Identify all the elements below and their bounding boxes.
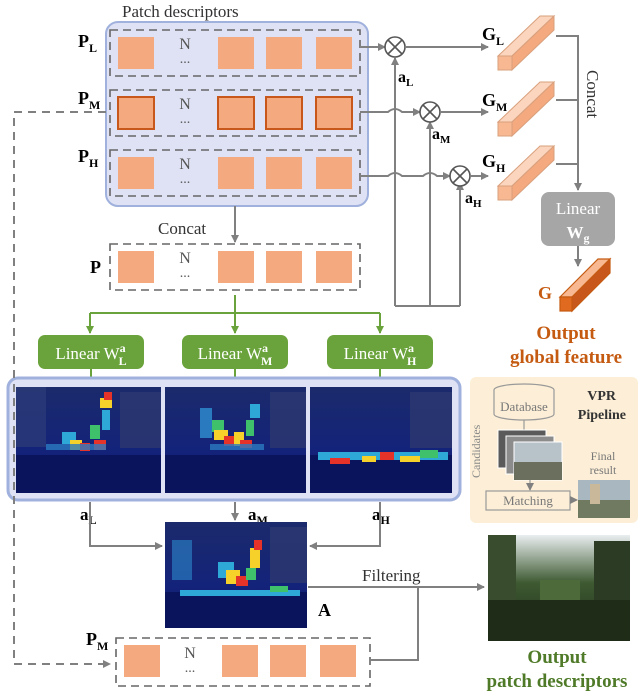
svg-text:Final: Final <box>591 449 616 463</box>
bottom-patch-row: N... <box>115 637 371 687</box>
output-global-line1: Output <box>536 323 596 344</box>
concat-row: N... <box>109 243 361 291</box>
patch-square <box>124 645 160 677</box>
attn-label-l: aL <box>80 505 97 527</box>
patch-square <box>218 157 254 189</box>
mul-label-h: aH <box>465 190 482 210</box>
bottom-row-label: PM <box>86 629 108 653</box>
attention-map-m <box>165 387 306 493</box>
filtering-label: Filtering <box>362 566 421 585</box>
matching-label: Matching <box>503 493 553 508</box>
global-feature-bar <box>558 257 612 313</box>
pm-skip-connection <box>13 111 111 668</box>
patch-descriptors-title: Patch descriptors <box>122 2 239 21</box>
g-label-l: GL <box>482 24 504 48</box>
g-output-label: G <box>538 283 552 303</box>
patch-square <box>266 251 302 283</box>
svg-text:Linear: Linear <box>556 199 601 218</box>
svg-text:Linear WaH: Linear WaH <box>344 341 417 368</box>
attn-label-m: aM <box>248 505 268 527</box>
multiply-h <box>449 165 471 187</box>
patch-square <box>118 157 154 189</box>
g-label-h: GH <box>482 151 506 175</box>
row-label-m: PM <box>78 88 100 112</box>
patch-square <box>117 96 155 130</box>
patch-square <box>315 96 353 130</box>
patch-square <box>265 96 303 130</box>
patch-row-m: N... <box>109 89 361 137</box>
attn-label-h: aH <box>372 505 391 527</box>
patch-square <box>320 645 356 677</box>
patch-square <box>266 37 302 69</box>
global-bar-l <box>496 14 556 72</box>
global-bar-h <box>496 144 556 202</box>
candidates-label: Candidates <box>469 424 483 478</box>
g-label-m: GM <box>482 90 507 114</box>
mul-label-m: aM <box>432 126 451 146</box>
patch-square <box>218 251 254 283</box>
dots: ... <box>180 112 191 127</box>
multiply-m <box>419 101 441 123</box>
mul-label-l: aL <box>398 69 413 89</box>
n-label: N <box>179 96 191 113</box>
dots: ... <box>185 661 196 676</box>
svg-text:Wg: Wg <box>567 223 590 245</box>
svg-text:Linear WaL: Linear WaL <box>55 341 126 368</box>
n-label: N <box>179 250 191 267</box>
attention-map-l <box>16 387 161 493</box>
svg-text:VPR: VPR <box>587 389 617 404</box>
dots: ... <box>180 266 191 281</box>
row-label-l: PL <box>78 31 97 55</box>
database-label: Database <box>500 399 548 414</box>
output-patch-line2: patch descriptors <box>487 671 628 692</box>
dots: ... <box>180 52 191 67</box>
global-bar-m <box>496 80 556 138</box>
output-patch-image <box>488 535 630 641</box>
patch-square <box>316 37 352 69</box>
n-label: N <box>184 645 196 662</box>
row-label-h: PH <box>78 146 99 170</box>
n-label: N <box>179 36 191 53</box>
dots: ... <box>180 172 191 187</box>
linear-wg-box: Linear Wg <box>541 192 615 246</box>
patch-square <box>316 157 352 189</box>
concat-label: Concat <box>158 219 206 238</box>
patch-row-l: N... <box>109 29 361 77</box>
n-label: N <box>179 156 191 173</box>
attention-map-h <box>310 387 452 493</box>
patch-square <box>222 645 258 677</box>
vpr-pipeline-panel: VPR Pipeline Database Candidates Matchin… <box>469 377 638 523</box>
patch-rows: N...N...N... <box>109 29 361 197</box>
patch-square <box>316 251 352 283</box>
patch-square <box>118 37 154 69</box>
p-label: P <box>90 257 101 277</box>
svg-text:Linear WaM: Linear WaM <box>198 341 273 368</box>
concat-vertical-label: Concat <box>583 70 602 118</box>
combined-attention-map <box>165 522 307 628</box>
multiply-l <box>384 36 406 58</box>
svg-text:result: result <box>590 463 617 477</box>
patch-square <box>266 157 302 189</box>
output-patch-line1: Output <box>527 647 587 668</box>
patch-square <box>217 96 255 130</box>
output-global-line2: global feature <box>510 347 622 368</box>
patch-square <box>218 37 254 69</box>
combined-label: A <box>318 600 331 620</box>
patch-row-h: N... <box>109 149 361 197</box>
svg-text:Pipeline: Pipeline <box>578 408 626 423</box>
patch-square <box>118 251 154 283</box>
patch-square <box>270 645 306 677</box>
